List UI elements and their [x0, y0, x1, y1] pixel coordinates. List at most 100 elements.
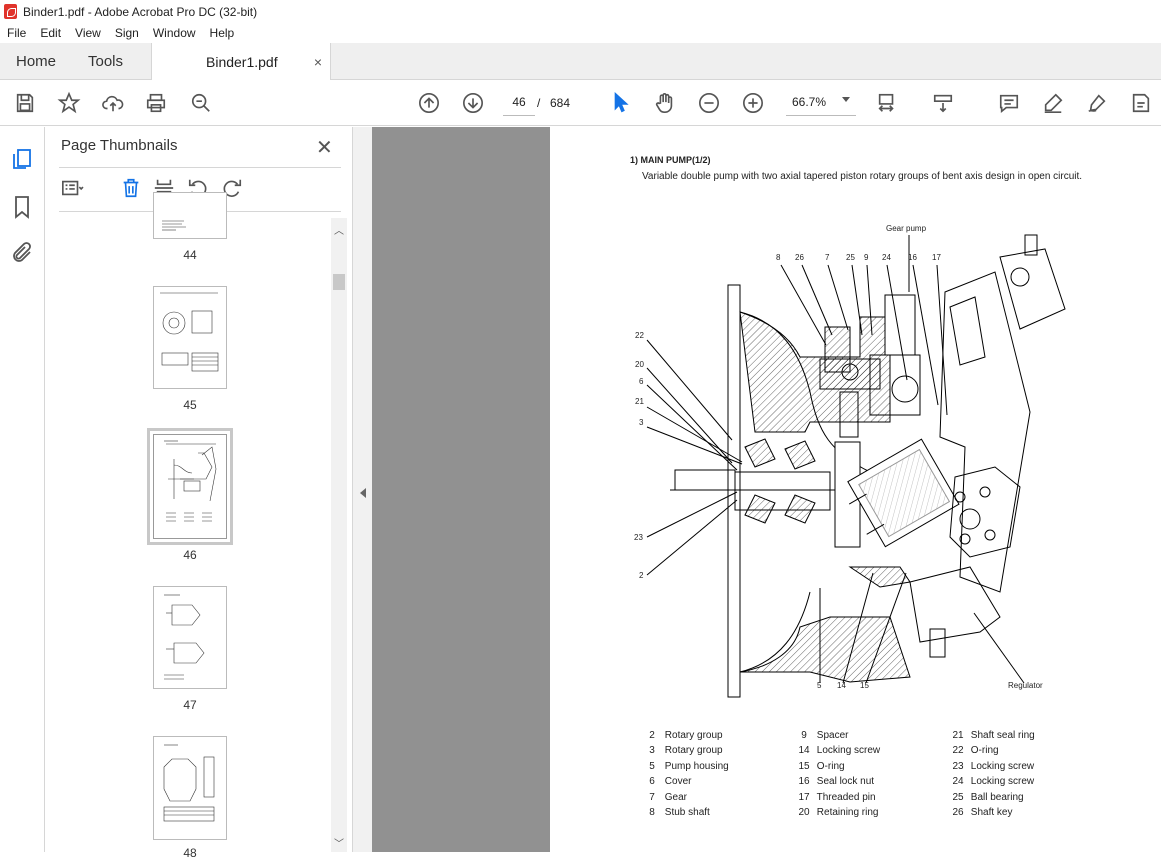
thumbnail-page-number: 45 [183, 398, 197, 412]
legend-text: O-ring [970, 745, 999, 757]
menu-window[interactable]: Window [152, 26, 196, 40]
bookmarks-icon[interactable] [10, 195, 34, 219]
fit-page-icon[interactable] [874, 90, 900, 116]
menu-help[interactable]: Help [209, 26, 235, 40]
chevron-down-icon [842, 97, 850, 102]
zoom-out-icon[interactable] [696, 90, 722, 116]
legend-number: 21 [952, 730, 964, 741]
scroll-mode-icon[interactable] [930, 90, 956, 116]
legend-number: 14 [798, 745, 810, 757]
page-thumbnail-selected[interactable] [147, 428, 233, 545]
page-number-input[interactable]: 46 [503, 88, 535, 116]
bookmark-star-icon[interactable] [56, 90, 82, 116]
legend-number: 16 [798, 776, 810, 788]
legend-number: 8 [649, 807, 655, 819]
legend-number: 9 [801, 730, 807, 741]
legend-text: Retaining ring [816, 807, 879, 819]
callout-label: 23 [634, 533, 643, 542]
tab-tools[interactable]: Tools [88, 53, 124, 70]
legend-number: 23 [952, 760, 964, 772]
acrobat-pdf-icon [4, 4, 17, 19]
callout-label: 16 [908, 253, 917, 262]
menu-file[interactable]: File [7, 26, 27, 40]
upload-cloud-icon[interactable] [100, 90, 126, 116]
scroll-up-icon[interactable]: ︿ [334, 226, 344, 237]
page-thumbnail[interactable] [153, 736, 227, 840]
page-thumbnail[interactable] [153, 192, 227, 239]
legend-number: 7 [649, 791, 655, 803]
legend-number: 17 [798, 791, 810, 803]
callout-label: 3 [639, 418, 644, 427]
parts-legend-col-1: 2 Rotary group 3 Rotary group 5 Pump hou… [642, 728, 729, 820]
callout-label: 5 [817, 681, 822, 690]
legend-number: 24 [952, 776, 964, 788]
zoom-dropdown[interactable]: 66.7% [786, 88, 856, 116]
close-icon[interactable]: ✕ [316, 137, 333, 159]
save-icon[interactable] [12, 90, 38, 116]
panel-title: Page Thumbnails [61, 137, 178, 154]
menu-view[interactable]: View [75, 26, 101, 40]
hand-tool-icon[interactable] [652, 90, 678, 116]
legend-text: Gear [664, 791, 688, 803]
legend-text: Stub shaft [664, 807, 710, 819]
tab-document[interactable]: Binder1.pdf × [151, 43, 331, 81]
scroll-down-icon[interactable]: ﹀ [334, 839, 344, 850]
panel-collapse-handle[interactable] [352, 127, 372, 852]
page-thumbnails-icon[interactable] [10, 147, 34, 171]
rotate-right-icon[interactable] [221, 177, 245, 201]
legend-text: Locking screw [816, 745, 881, 757]
legend-text: Locking screw [970, 760, 1035, 772]
thumbnail-page-number: 47 [183, 698, 197, 712]
zoom-in-icon[interactable] [740, 90, 766, 116]
title-bar: Binder1.pdf - Adobe Acrobat Pro DC (32-b… [0, 0, 1161, 23]
share-edit-icon[interactable] [1128, 90, 1154, 116]
legend-text: Spacer [816, 730, 849, 741]
legend-text: Pump housing [664, 760, 729, 772]
thumbnail-page-number: 44 [183, 248, 197, 262]
comment-icon[interactable] [996, 90, 1022, 116]
page-separator: / [537, 96, 541, 110]
scrollbar-thumb[interactable] [333, 274, 345, 290]
tab-document-label: Binder1.pdf [206, 54, 278, 70]
legend-number: 26 [952, 807, 964, 819]
delete-icon[interactable] [120, 177, 144, 201]
left-rail [0, 127, 45, 852]
legend-text: Cover [664, 776, 692, 788]
callout-label: 25 [846, 253, 855, 262]
menu-edit[interactable]: Edit [40, 26, 62, 40]
callout-label: 21 [635, 397, 644, 406]
callout-label: 7 [825, 253, 830, 262]
attachments-icon[interactable] [10, 241, 34, 265]
thumbnail-page-number: 48 [183, 846, 197, 860]
tab-close-icon[interactable]: × [313, 54, 322, 70]
thumbnail-options-icon[interactable] [61, 177, 85, 201]
parts-legend-col-3: 21 Shaft seal ring 22 O-ring 23 Locking … [948, 728, 1035, 820]
menu-sign[interactable]: Sign [114, 26, 139, 40]
callout-label: 15 [860, 681, 869, 690]
highlight-pen-icon[interactable] [1040, 90, 1066, 116]
label-gear-pump: Gear pump [886, 224, 927, 233]
page-thumbnail[interactable] [153, 586, 227, 689]
previous-page-icon[interactable] [416, 90, 442, 116]
menu-bar: File Edit View Sign Window Help [0, 23, 1161, 43]
collapse-arrow-icon [360, 488, 366, 498]
tab-home[interactable]: Home [16, 53, 57, 70]
search-zoom-icon[interactable] [188, 90, 214, 116]
callout-label: 6 [639, 377, 644, 386]
legend-number: 2 [649, 730, 655, 741]
legend-text: Ball bearing [970, 791, 1024, 803]
legend-text: Rotary group [664, 745, 723, 757]
thumbnail-scrollbar[interactable]: ︿ ﹀ [331, 218, 347, 852]
panel-divider [59, 167, 341, 168]
legend-number: 3 [649, 745, 655, 757]
select-cursor-icon[interactable] [608, 90, 634, 116]
page-total: 684 [550, 96, 571, 110]
legend-text: Seal lock nut [816, 776, 875, 788]
doc-subtitle: Variable double pump with two axial tape… [642, 171, 1083, 182]
sign-pen-icon[interactable] [1084, 90, 1110, 116]
print-icon[interactable] [143, 90, 169, 116]
next-page-icon[interactable] [460, 90, 486, 116]
legend-text: Shaft key [970, 807, 1013, 819]
page-thumbnail[interactable] [153, 286, 227, 389]
zoom-value: 66.7% [792, 94, 827, 109]
